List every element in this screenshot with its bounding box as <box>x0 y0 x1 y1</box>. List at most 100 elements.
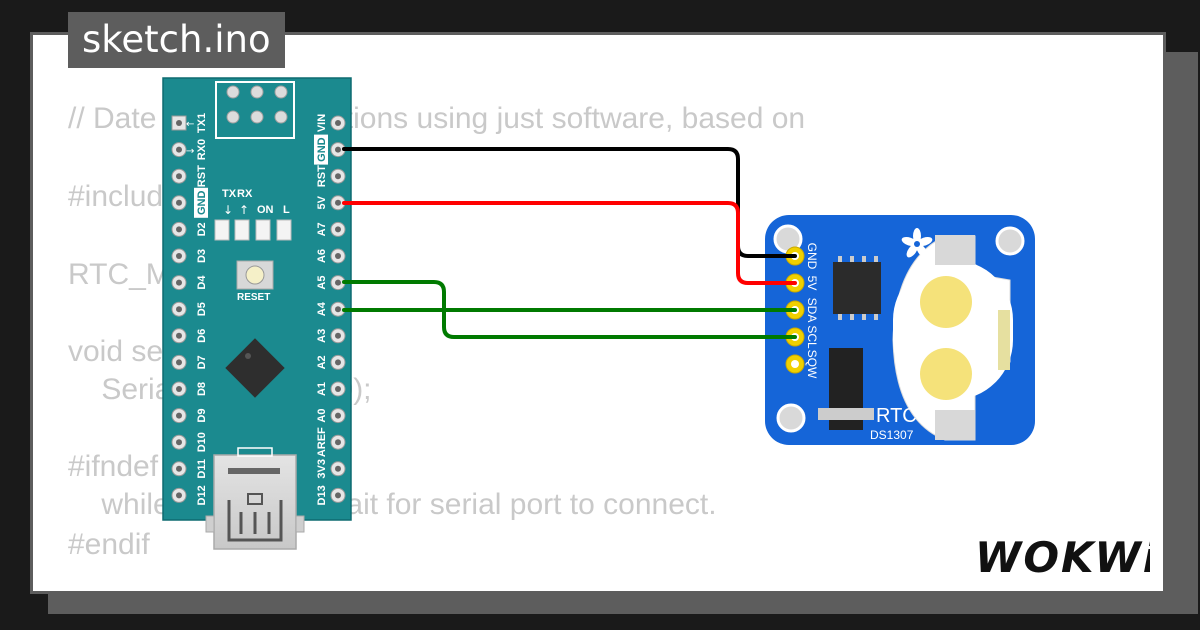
led-label-on: ON <box>257 204 274 216</box>
file-title-tab[interactable]: sketch.ino <box>68 12 285 68</box>
pin-hole <box>176 492 182 499</box>
pin-label-d2: D2 <box>196 222 208 236</box>
ds1307-chip <box>833 256 881 320</box>
pin-hole <box>176 279 182 286</box>
pin-label-d10: D10 <box>196 432 208 452</box>
arduino-nano[interactable]: TX1RX0RSTGNDD2D3D4D5D6D7D8D9D10D11D12←→ … <box>162 77 352 550</box>
pin-hole <box>335 173 341 180</box>
pin-label-d7: D7 <box>196 355 208 369</box>
pin-label-d9: D9 <box>196 409 208 423</box>
pin-label-tx1: TX1 <box>196 113 208 133</box>
pin-hole <box>176 173 182 180</box>
pin-label-a7-right: A7 <box>316 222 328 236</box>
pin-hole <box>335 146 341 153</box>
rtc-chip-label: DS1307 <box>870 428 914 442</box>
pin-hole <box>335 306 341 313</box>
icsp-pin <box>226 85 240 99</box>
pin-hole <box>335 439 341 446</box>
pin-hole <box>176 199 182 206</box>
icsp-header <box>215 81 295 139</box>
pin-label-d4: D4 <box>196 275 208 290</box>
code-line-8: #endif <box>68 528 150 561</box>
rtc-pin-label-gnd: GND <box>805 243 819 270</box>
pin-label-d3: D3 <box>196 249 208 263</box>
pin-hole <box>335 199 341 206</box>
pin-hole <box>176 253 182 259</box>
wire-gnd[interactable] <box>342 147 797 258</box>
led-label-rx: RX <box>237 188 253 200</box>
microcontroller-chip <box>225 338 285 398</box>
pin-label-a2-right: A2 <box>316 355 328 369</box>
pin-hole <box>335 359 341 366</box>
pin-label-gnd: GND <box>196 191 208 216</box>
pin-hole <box>176 465 182 472</box>
wokwi-logo-graphic: WOKWi <box>975 533 1157 582</box>
pin-label-d13-right: D13 <box>316 485 328 505</box>
crystal-component <box>818 348 874 430</box>
pin-hole <box>335 120 341 126</box>
icsp-pin <box>274 110 288 124</box>
rtc-pin-label-scl: SCL <box>805 325 819 349</box>
icsp-pin <box>250 85 264 99</box>
mount-hole-top-right <box>995 226 1025 256</box>
pin-hole <box>335 386 341 392</box>
pin-label-d8: D8 <box>196 382 208 396</box>
pin-hole <box>335 465 341 472</box>
rtc-name-label: RTC <box>876 405 917 427</box>
pin-hole <box>176 306 182 313</box>
rtc-pin-hole <box>791 360 799 368</box>
pin-label-a6-right: A6 <box>316 249 328 263</box>
pin-label-a0-right: A0 <box>316 409 328 423</box>
icsp-pin <box>226 110 240 124</box>
pin-label-d5: D5 <box>196 302 208 316</box>
pin-label-aref-right: AREF <box>316 427 328 457</box>
pin-label-a1-right: A1 <box>316 382 328 396</box>
wire-5v[interactable] <box>342 201 797 285</box>
pin-label-rst-right: RST <box>316 165 328 187</box>
pin-hole <box>176 412 182 419</box>
pin-label-a5-right: A5 <box>316 276 328 290</box>
pin-label-a3-right: A3 <box>316 329 328 343</box>
tx-arrow-icon: ← <box>186 119 194 130</box>
pin-label-a4-right: A4 <box>316 301 328 316</box>
pin-label-d11: D11 <box>196 459 208 479</box>
pin-label-d12: D12 <box>196 485 208 505</box>
pin-label-vin-right: VIN <box>316 114 328 132</box>
reset-button[interactable] <box>236 260 274 290</box>
pin-hole <box>176 226 182 233</box>
pin-label-d6: D6 <box>196 329 208 343</box>
pin-hole <box>335 492 341 499</box>
pin-hole <box>335 412 341 419</box>
pin-hole <box>335 253 341 259</box>
battery-holder <box>892 235 1013 441</box>
pin-label-rx0: RX0 <box>196 139 208 160</box>
wires <box>342 147 797 339</box>
pin-label-gnd-right: GND <box>316 137 328 162</box>
pin-hole <box>176 386 182 392</box>
wokwi-logo-text: WOKWi <box>975 533 1150 580</box>
pin-hole <box>176 120 182 126</box>
led-arrow-rx: ↑ <box>239 203 249 217</box>
led-arrow-tx: ↓ <box>223 203 233 217</box>
pin-hole <box>335 279 341 286</box>
pin-hole <box>176 439 182 446</box>
mount-hole-bottom-left <box>776 403 806 433</box>
pin-label-bg <box>194 187 208 218</box>
pin-hole <box>176 332 182 339</box>
icsp-pin <box>274 85 288 99</box>
pin-hole <box>335 226 341 233</box>
icsp-pins <box>226 85 288 124</box>
pin-label-3v3-right: 3V3 <box>316 459 328 479</box>
battery-plus-label: + <box>901 333 910 350</box>
wokwi-logo: WOKWi <box>975 530 1157 584</box>
pin-hole <box>176 146 182 153</box>
rtc-pin-label-5v: 5V <box>805 276 819 291</box>
pin-label-5v-right: 5V <box>316 195 328 209</box>
rtc-pin-label-sda: SDA <box>805 298 819 323</box>
pin-label-bg <box>314 134 328 165</box>
